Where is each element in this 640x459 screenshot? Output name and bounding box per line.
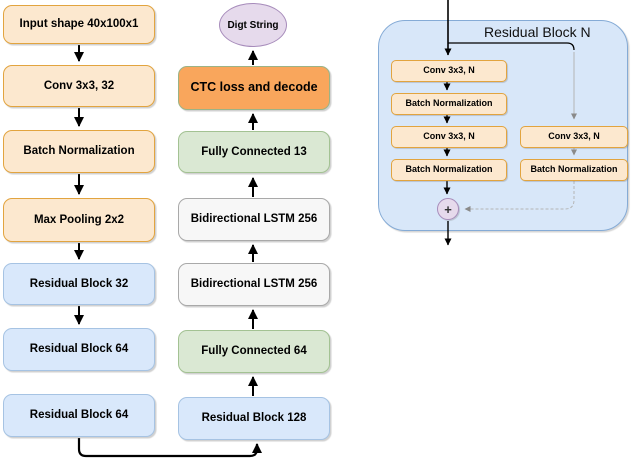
residual-block-detail-title: Residual Block N [484, 24, 591, 40]
node-input-shape: Input shape 40x100x1 [3, 5, 155, 44]
add-operator: + [437, 198, 459, 220]
node-fully-connected-13: Fully Connected 13 [178, 131, 330, 173]
detail-batch-norm-1: Batch Normalization [391, 93, 507, 115]
detail-batch-norm-2: Batch Normalization [391, 159, 507, 181]
residual-block-detail-container [378, 20, 628, 231]
node-residual-block-128: Residual Block 128 [178, 397, 330, 440]
node-conv-3x3-32: Conv 3x3, 32 [3, 65, 155, 107]
node-batch-normalization: Batch Normalization [3, 130, 155, 173]
node-residual-block-32: Residual Block 32 [3, 263, 155, 305]
node-digt-string-output: Digt String [219, 3, 287, 47]
node-bidirectional-lstm-256-a: Bidirectional LSTM 256 [178, 198, 330, 241]
detail-conv-1: Conv 3x3, N [391, 60, 507, 82]
detail-conv-2: Conv 3x3, N [391, 126, 507, 148]
detail-skip-conv: Conv 3x3, N [520, 126, 628, 148]
detail-skip-batch-norm: Batch Normalization [520, 159, 628, 181]
node-bidirectional-lstm-256-b: Bidirectional LSTM 256 [178, 263, 330, 306]
node-max-pooling-2x2: Max Pooling 2x2 [3, 198, 155, 242]
node-fully-connected-64: Fully Connected 64 [178, 330, 330, 373]
node-ctc-loss-and-decode: CTC loss and decode [178, 66, 330, 110]
node-residual-block-64-b: Residual Block 64 [3, 394, 155, 437]
node-residual-block-64-a: Residual Block 64 [3, 328, 155, 371]
